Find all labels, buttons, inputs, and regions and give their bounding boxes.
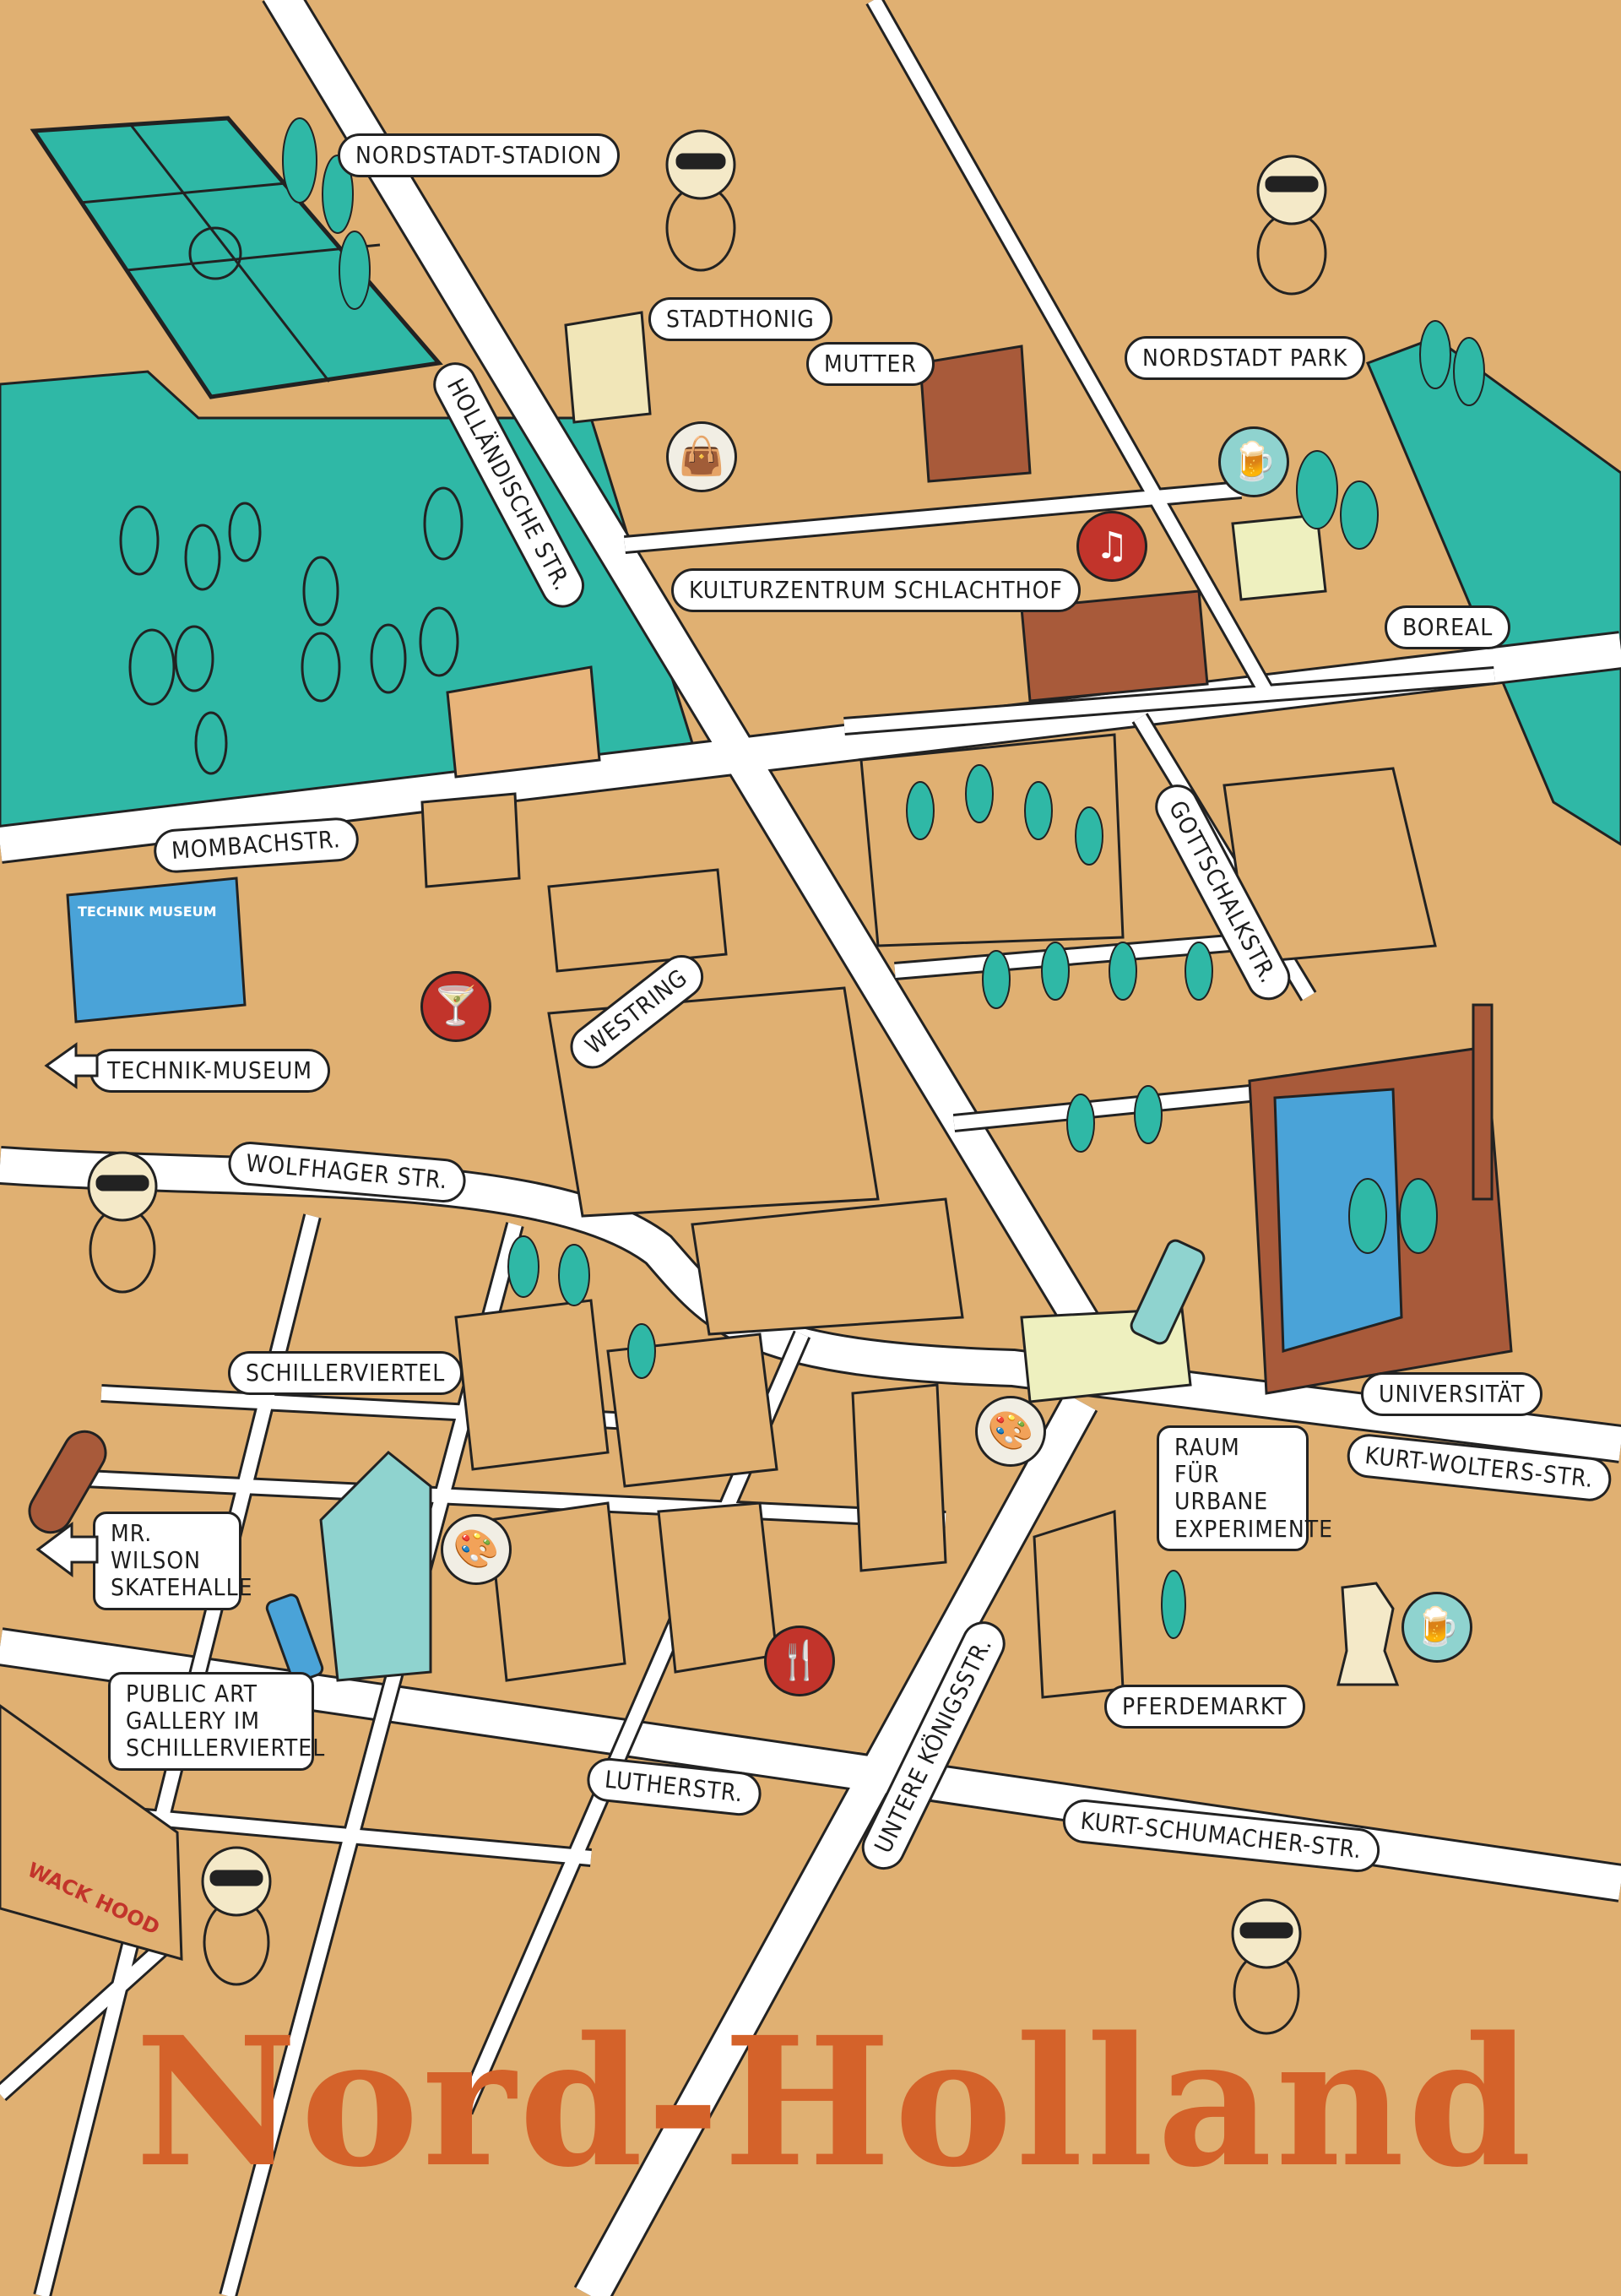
nordstadt-park-area (1366, 336, 1621, 846)
stadthonig-building (564, 311, 652, 424)
chess-knight-icon (1336, 1582, 1400, 1686)
label-schillerviertel: SCHILLERVIERTEL (228, 1351, 464, 1396)
raccoon-park (1256, 155, 1327, 296)
stadium-field (30, 116, 443, 399)
raccoon-bottom-right (1231, 1898, 1302, 2035)
raccoon-mascots (87, 129, 1327, 2035)
arrow-left-icon-technik-museum (44, 1042, 99, 1089)
campus-trees (282, 117, 1485, 1639)
schlachthof-building (1020, 589, 1209, 703)
technik-museum-building (66, 877, 247, 1023)
label-stadthonig: STADTHONIG (648, 297, 832, 342)
paint-palette-icon: 🎨 (975, 1396, 1046, 1467)
graffiti-wall (0, 1704, 183, 1961)
church-building (446, 665, 601, 779)
shopping-bag-icon: 👜 (666, 421, 737, 492)
pferdemarkt-tower (1033, 1509, 1125, 1699)
label-nordstadt-stadion: NORDSTADT-STADION (338, 133, 621, 178)
spray-can-large-icon (1130, 1239, 1206, 1345)
boreal-kiosk (1231, 513, 1327, 601)
raccoon-graffiti (201, 1846, 272, 1986)
music-note-icon: ♫ (1076, 511, 1147, 582)
label-universitaet: UNIVERSITÄT (1361, 1372, 1543, 1417)
cocktail-glass-icon: 🍸 (420, 971, 491, 1042)
label-boreal: BOREAL (1385, 605, 1511, 650)
stadium-pitch-lines (79, 124, 381, 383)
label-pferdemarkt: PFERDEMARKT (1104, 1685, 1305, 1729)
label-technik-museum: TECHNIK-MUSEUM (89, 1049, 331, 1094)
paint-palette-icon-schiller: 🎨 (441, 1514, 512, 1585)
skateboard-icon (28, 1430, 107, 1534)
raccoon-skater (87, 1151, 158, 1294)
mutter-building (919, 345, 1032, 483)
beer-mug-icon: 🍺 (1218, 426, 1289, 497)
arrow-left-icon-skatehalle (35, 1522, 99, 1577)
university-chimney (1472, 1003, 1494, 1201)
label-kulturzentrum: KULTURZENTRUM SCHLACHTHOF (671, 568, 1081, 613)
technik-museum-sign: TECHNIK MUSEUM (78, 904, 217, 920)
park-trees (119, 486, 464, 775)
beer-mug-icon-pferdemarkt: 🍺 (1401, 1592, 1472, 1663)
fork-knife-icon: 🍴 (764, 1626, 835, 1696)
schiller-art-house (319, 1450, 432, 1682)
label-nordstadt-park: NORDSTADT PARK (1125, 336, 1366, 381)
map-title: Nord-Holland (135, 1998, 1536, 2206)
universitaet-glass-wing (1273, 1088, 1403, 1353)
raccoon-top (665, 129, 736, 272)
label-mutter: MUTTER (806, 342, 935, 387)
